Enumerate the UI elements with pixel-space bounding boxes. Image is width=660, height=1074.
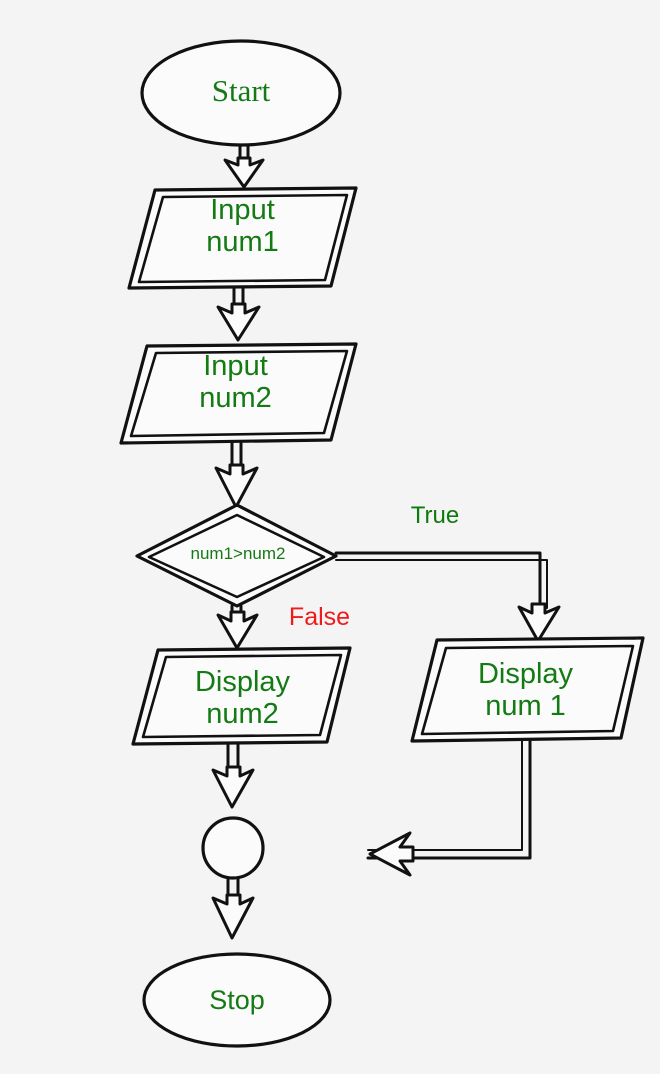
node-stop xyxy=(142,952,332,1048)
node-input-num2 xyxy=(119,342,358,445)
edge-connector-to-stop xyxy=(211,876,255,940)
node-decision xyxy=(135,503,338,608)
node-display-num1 xyxy=(410,636,645,743)
node-stop-label: Stop xyxy=(209,985,265,1015)
edge-decision-true xyxy=(334,551,561,643)
node-connector-circle xyxy=(201,816,265,880)
node-input-num1-line2: num1 xyxy=(206,226,279,259)
node-display-num2 xyxy=(131,646,352,746)
edge-start-to-input1 xyxy=(223,143,265,189)
node-decision-label: num1>num2 xyxy=(190,544,286,563)
edge-decision-false xyxy=(216,604,259,650)
edge-input1-to-input2 xyxy=(216,286,261,342)
node-display-num1-line1: Display xyxy=(477,658,574,690)
node-input-num2-line1: Input xyxy=(203,350,268,382)
node-start-label: Start xyxy=(211,73,271,108)
node-display-num2-line1: Display xyxy=(194,666,291,698)
node-display-num1-line2: num 1 xyxy=(485,690,566,723)
edge-label-true: True xyxy=(410,502,460,529)
node-input-num2-line2: num2 xyxy=(199,382,272,415)
edge-label-false: False xyxy=(288,603,351,631)
edge-input2-to-decision xyxy=(214,441,259,509)
edge-display2-to-connector xyxy=(211,742,255,809)
node-display-num2-line2: num2 xyxy=(206,698,279,731)
node-input-num1 xyxy=(127,186,358,290)
edge-display1-to-connector xyxy=(366,739,532,877)
node-input-num1-line1: Input xyxy=(210,194,275,226)
